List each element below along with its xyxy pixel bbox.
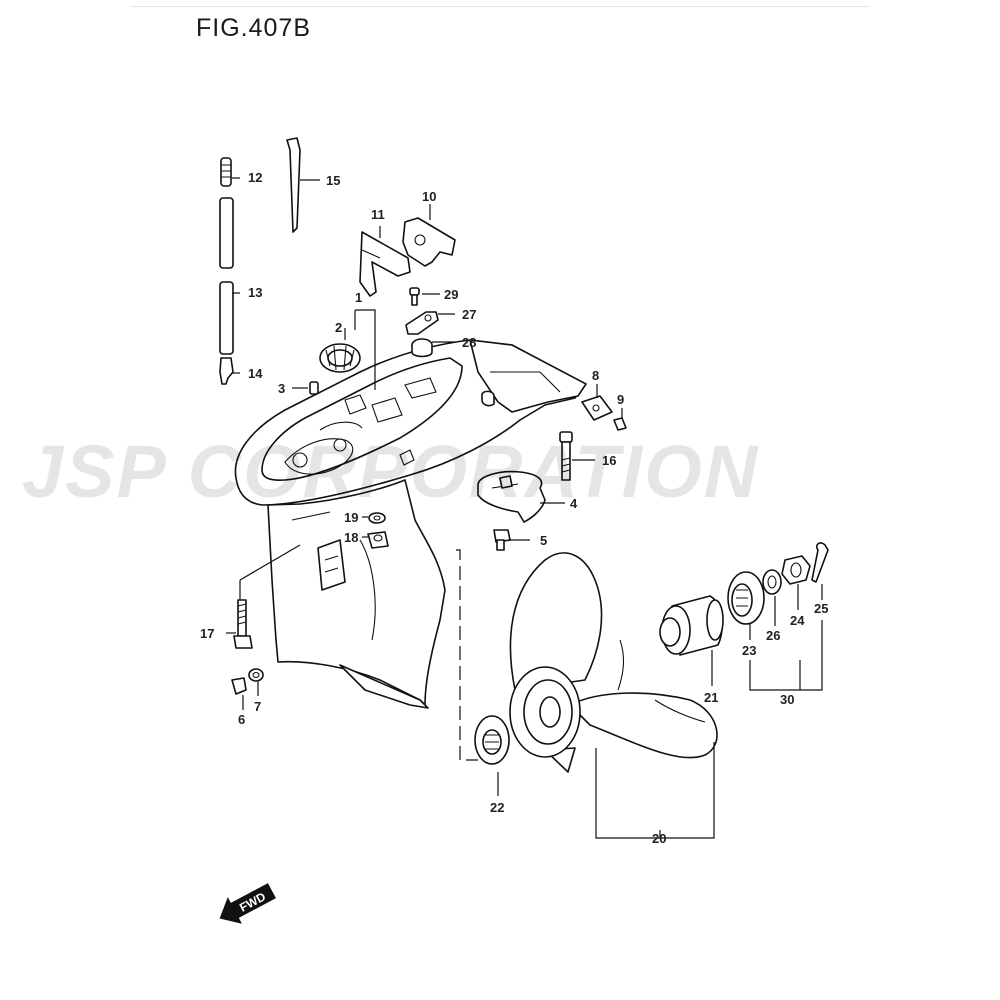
part-15-cable-tie [286, 137, 301, 233]
callout-3: 3 [278, 381, 285, 396]
part-23-spacer [727, 571, 765, 625]
callout-9: 9 [617, 392, 624, 407]
part-28-grommet [411, 338, 433, 358]
callout-28: 28 [462, 335, 476, 350]
callout-10: 10 [422, 189, 436, 204]
part-22-thrust-washer [474, 715, 510, 765]
watermark: JSP CORPORATION [22, 430, 759, 513]
callout-15: 15 [326, 173, 340, 188]
callout-30: 30 [780, 692, 794, 707]
part-27-clamp-plate [405, 311, 439, 335]
part-29-screw [409, 287, 420, 306]
part-24-castle-nut [781, 555, 811, 585]
callout-12: 12 [248, 170, 262, 185]
callout-4: 4 [570, 496, 578, 511]
figure-title: FIG.407B [196, 14, 311, 42]
part-10-plate-bracket [402, 217, 456, 267]
part-2-needle-bearing [319, 343, 361, 373]
part-19-washer [368, 512, 386, 524]
part-25-cotter-pin [811, 542, 829, 583]
top-rule [130, 6, 870, 7]
part-14-rod-coupler [219, 357, 234, 385]
part-18-nut [367, 531, 389, 549]
callout-1: 1 [355, 290, 362, 305]
callout-24: 24 [790, 613, 805, 628]
callout-27: 27 [462, 307, 476, 322]
callout-25: 25 [814, 601, 828, 616]
callout-26: 26 [766, 628, 780, 643]
part-12-shift-rod-end [220, 157, 232, 187]
callout-8: 8 [592, 368, 599, 383]
part-17-stud-bolt [233, 599, 253, 649]
callout-2: 2 [335, 320, 342, 335]
part-16-bolt [559, 431, 573, 481]
callout-22: 22 [490, 800, 504, 815]
fwd-direction-arrow: FWD [219, 883, 276, 924]
part-26-washer [762, 569, 782, 595]
callout-20: 20 [652, 831, 666, 846]
callout-19: 19 [344, 510, 358, 525]
part-9-bolt [613, 417, 627, 431]
callout-14: 14 [248, 366, 263, 381]
part-21-spline-bushing [659, 595, 724, 656]
part-13-shift-rods [219, 197, 234, 355]
part-6-drain-screw [231, 677, 247, 695]
callout-17: 17 [200, 626, 214, 641]
callout-18: 18 [344, 530, 358, 545]
callout-5: 5 [540, 533, 547, 548]
callout-23: 23 [742, 643, 756, 658]
callout-29: 29 [444, 287, 458, 302]
part-4-trim-tab [477, 470, 546, 523]
watermark-text: JSP CORPORATION [22, 430, 759, 513]
leader-lines [226, 177, 823, 839]
plate-fitting [481, 390, 495, 407]
part-3-dowel-pin [309, 381, 319, 395]
gear-case-housing [234, 339, 587, 709]
callout-21: 21 [704, 690, 718, 705]
part-5-bolt [493, 529, 511, 551]
part-8-anode [581, 395, 613, 421]
part-11-bracket [359, 231, 411, 297]
part-20-propeller [509, 552, 718, 773]
callout-13: 13 [248, 285, 262, 300]
callout-6: 6 [238, 712, 245, 727]
callout-16: 16 [602, 453, 616, 468]
callout-labels: 1 2 3 4 5 6 7 8 9 10 11 12 13 14 15 16 1… [200, 170, 828, 846]
callout-11: 11 [371, 207, 385, 222]
callout-7: 7 [254, 699, 261, 714]
part-7-gasket [248, 668, 264, 682]
